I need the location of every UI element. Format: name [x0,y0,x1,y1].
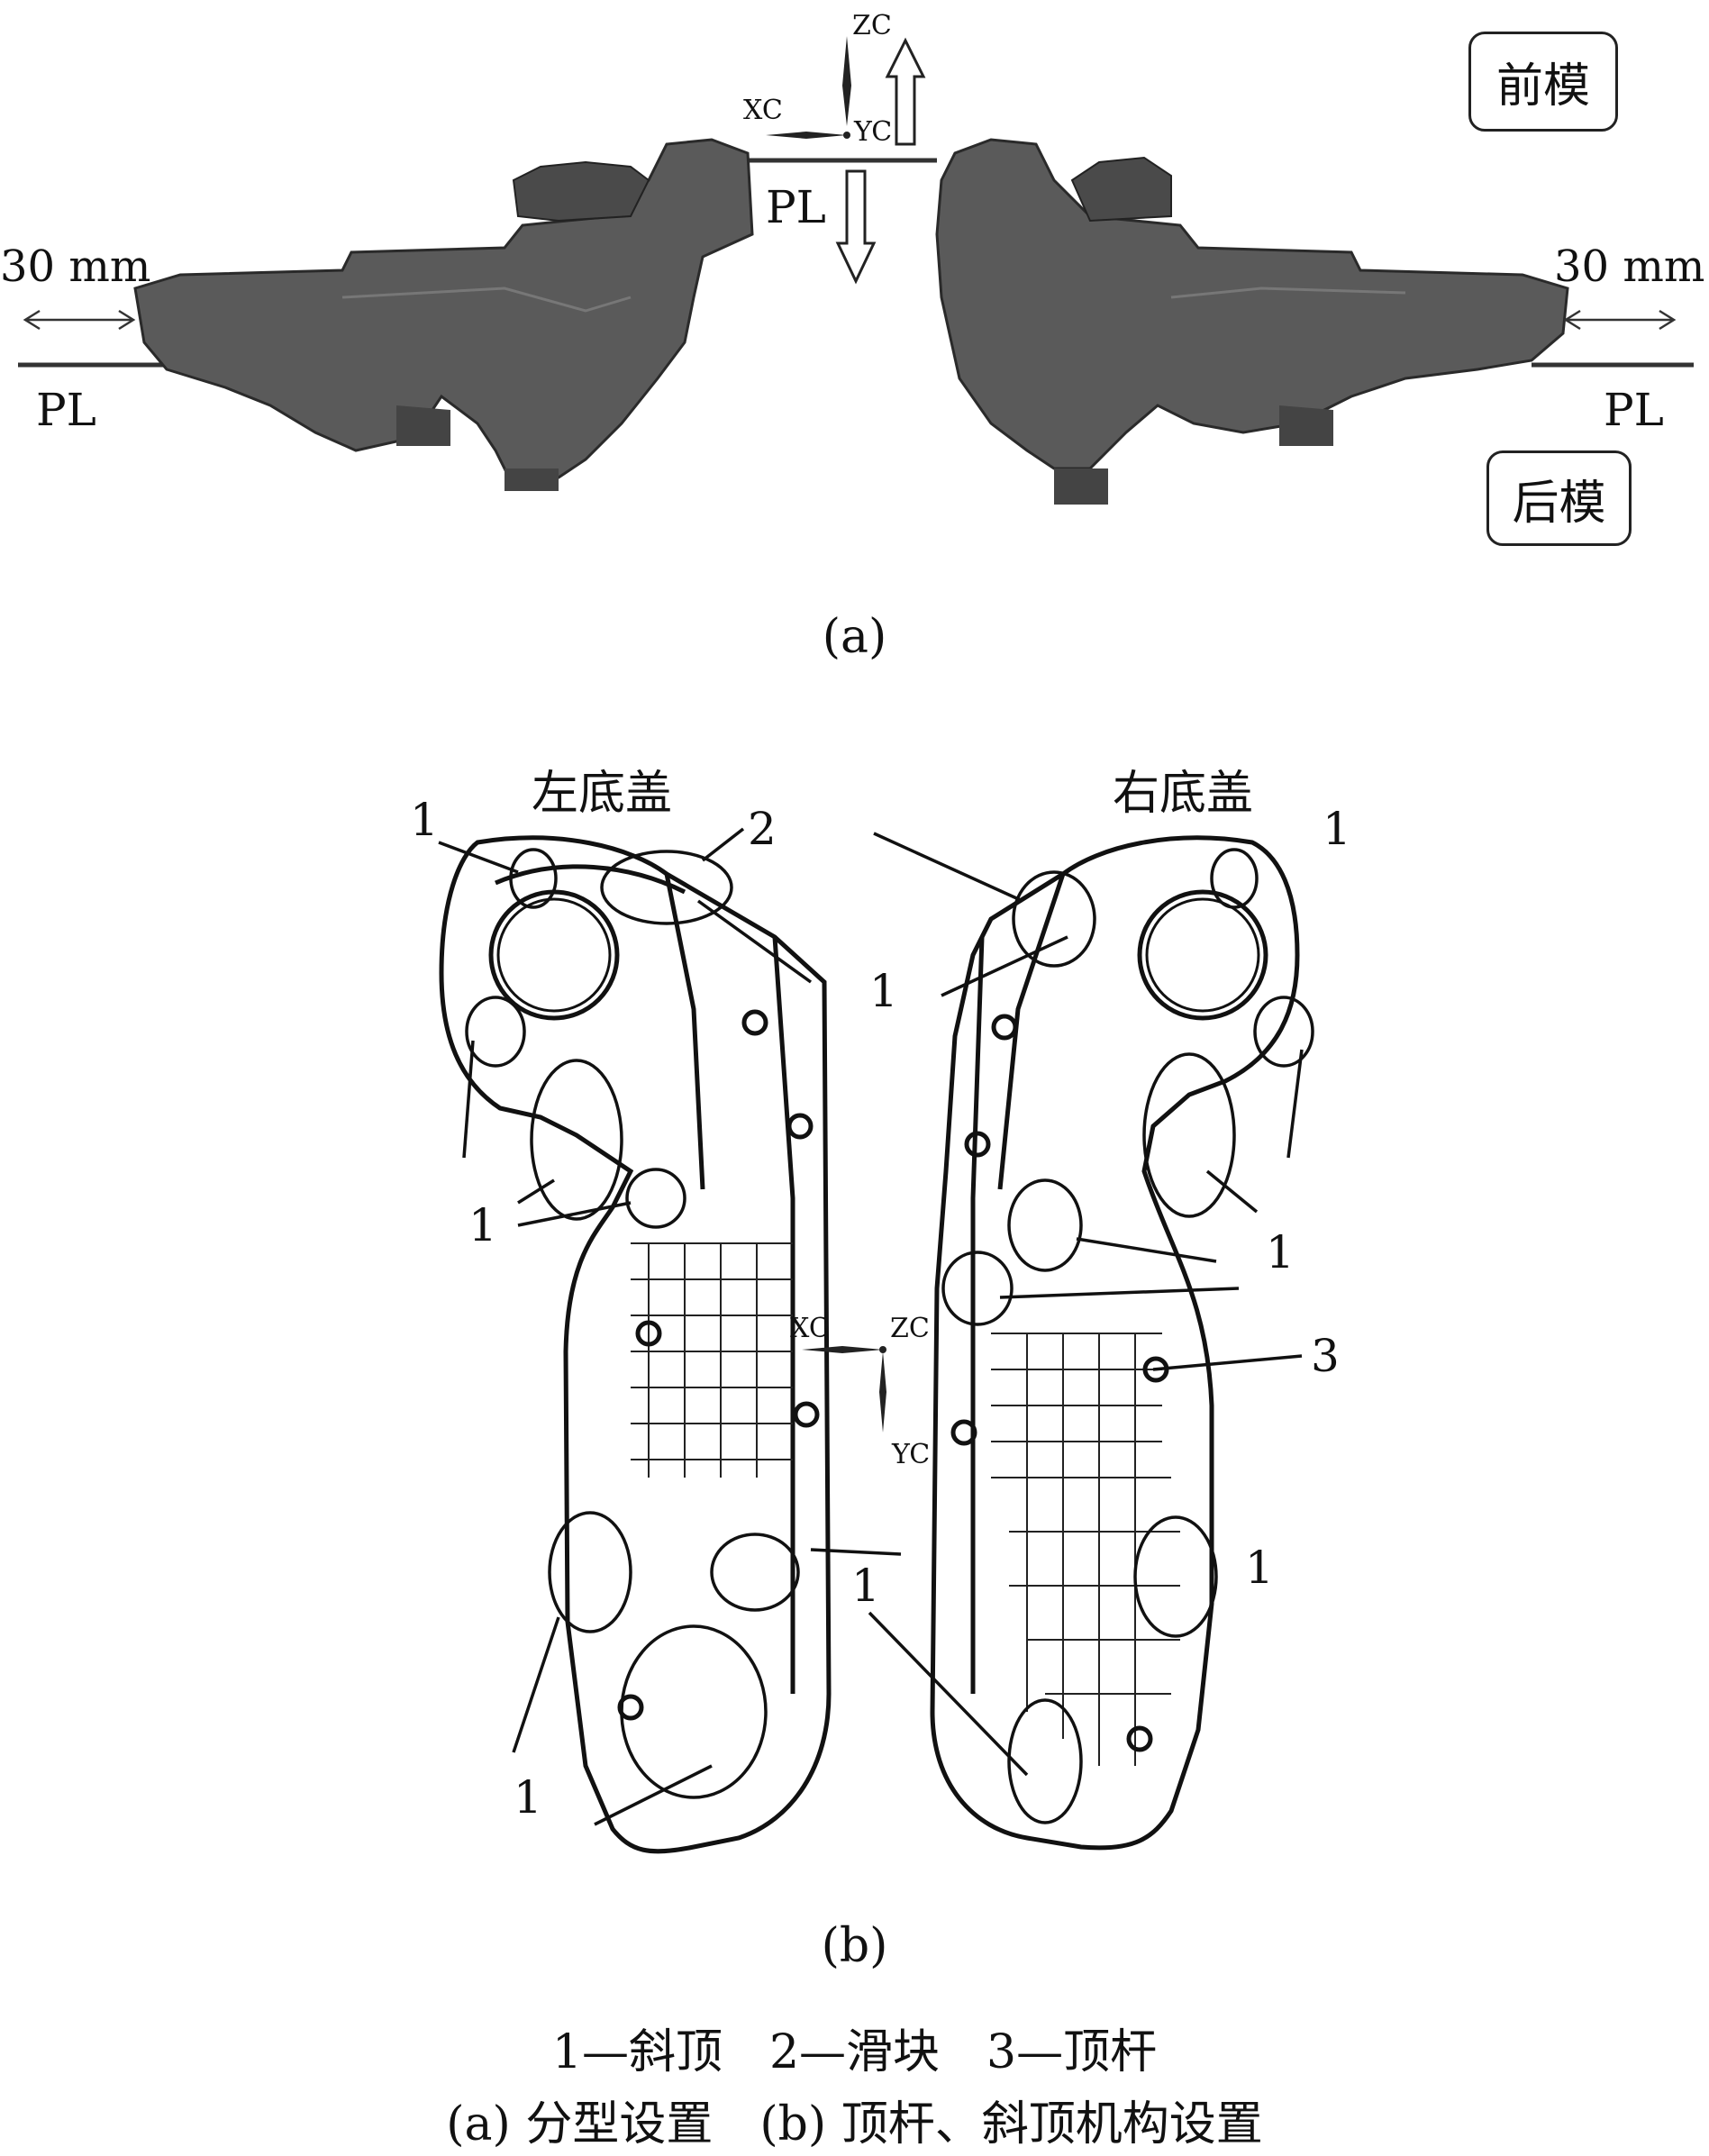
callout-ring [465,996,526,1068]
coordinate-triad-b [802,1346,886,1433]
dist-arrow-left [23,309,136,331]
callout-ring [625,1168,686,1229]
dist-label-right: 30 mm [1554,241,1705,292]
callout-number: 2 [748,803,777,855]
callout-ring [1253,996,1314,1068]
coordinate-triad-a [766,36,851,139]
right-cover-outline [930,835,1300,1851]
arrow-down-icon [835,169,877,285]
callout-number: 1 [468,1199,497,1251]
right-part-shape [935,138,1569,470]
callout-number: 1 [869,965,898,1017]
callout-ring [1007,1698,1083,1824]
callout-ring [1142,1052,1236,1218]
arrow-up-icon [885,37,926,146]
callout-number: 1 [410,794,439,846]
callout-number: 1 [1323,803,1351,855]
axis-xc-b: XC [790,1313,830,1344]
pl-label-center: PL [766,181,826,233]
pl-label-right: PL [1604,384,1664,436]
legend-items: 1—斜顶 2—滑块 3—顶杆 [551,2025,1158,2079]
left-part-shape [133,138,754,479]
callout-ring [600,850,733,925]
callout-number: 1 [851,1560,880,1612]
dist-arrow-right [1563,309,1677,331]
left-cover-title: 左底盖 [532,767,673,821]
callout-ring [548,1511,632,1633]
axis-yc-a: YC [854,116,893,148]
callout-ring [1012,870,1096,968]
axis-zc-a: ZC [852,10,892,41]
callout-number: 1 [514,1771,542,1824]
dist-label-left: 30 mm [0,241,151,292]
axis-xc-a: XC [743,95,783,126]
callout-ring [530,1059,623,1221]
front-mold-label: 前模 [1468,32,1618,132]
callout-ring [941,1251,1014,1326]
rear-mold-label: 后模 [1486,450,1632,546]
callout-number: 3 [1311,1330,1340,1382]
callout-ring [620,1624,768,1799]
axis-zc-b: ZC [890,1313,930,1344]
callout-ring [509,848,558,909]
figure-a-caption: (a) [822,610,887,664]
callout-ring [1210,848,1259,909]
axis-yc-b: YC [892,1439,931,1470]
pl-label-left: PL [36,384,96,436]
callout-number: 1 [1245,1542,1274,1594]
legend-subcaptions: (a) 分型设置 (b) 顶杆、斜顶机构设置 [446,2097,1263,2151]
figure-b-caption: (b) [821,1919,888,1973]
callout-ring [1133,1515,1218,1638]
callout-ring [710,1533,800,1612]
callout-ring [1007,1178,1083,1272]
callout-number: 1 [1266,1226,1295,1278]
right-cover-title: 右底盖 [1113,767,1254,821]
